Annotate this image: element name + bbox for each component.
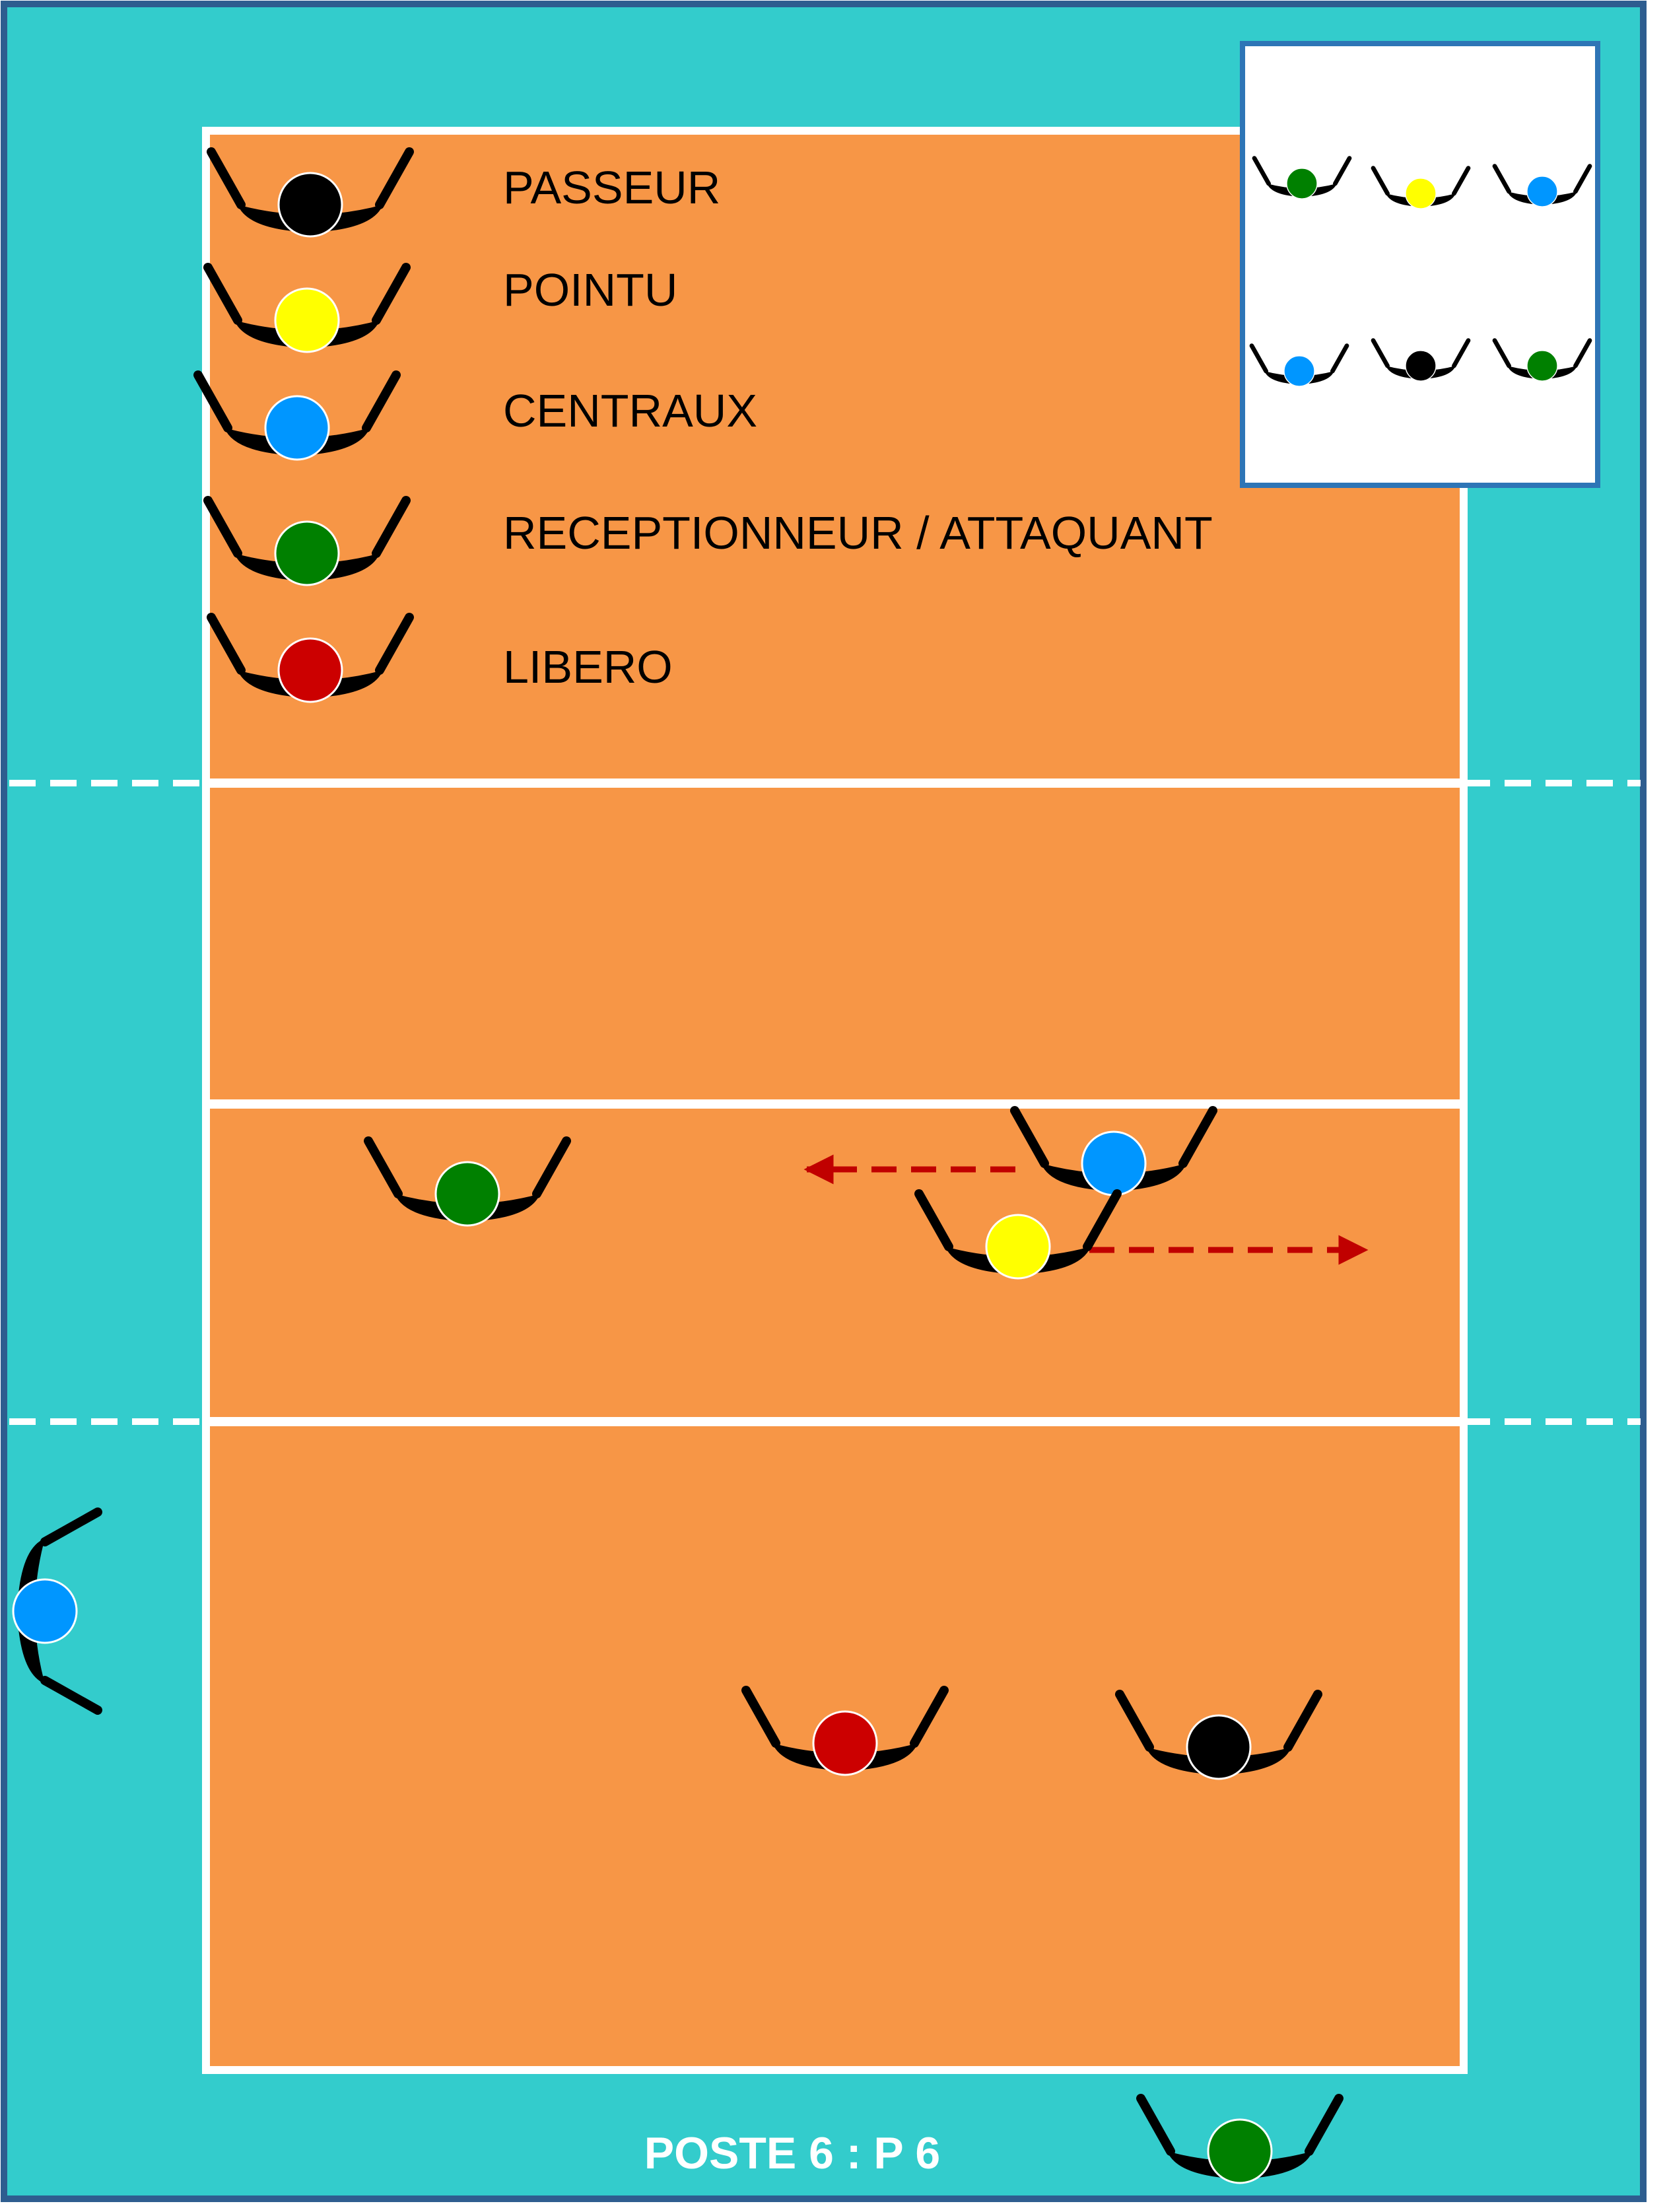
inset-front-right-icon: [1492, 164, 1592, 207]
player-libero-back: [741, 1686, 949, 1776]
player-left-arm: [1010, 1106, 1049, 1168]
player-left-arm: [193, 370, 232, 432]
player-left-arm: [203, 263, 242, 325]
legend-label-libero: LIBERO: [503, 641, 673, 693]
player-left-arm: [1371, 338, 1390, 368]
player-left-arm: [207, 613, 246, 675]
player-right-arm: [1330, 343, 1349, 374]
legend-icon-centraux: [193, 370, 401, 461]
player-head: [1526, 176, 1558, 207]
player-passeur-back: [1115, 1690, 1322, 1780]
player-left-arm: [1249, 343, 1268, 374]
rotation-caption: POSTE 6 : P 6: [644, 2128, 940, 2178]
player-right-arm: [362, 370, 401, 432]
player-left-arm: [203, 496, 242, 558]
inset-front-middle-icon: [1371, 166, 1471, 209]
inset-back-left-icon: [1249, 343, 1349, 387]
player-head: [1526, 350, 1558, 382]
player-head: [264, 395, 330, 461]
player-right-arm: [372, 496, 411, 558]
player-left-arm: [1252, 156, 1271, 186]
player-centraux-front: [1010, 1106, 1217, 1196]
player-left-arm: [1115, 1690, 1154, 1752]
legend-label-pointu: POINTU: [503, 264, 677, 316]
player-left-arm: [741, 1686, 780, 1748]
player-right-arm: [1573, 338, 1592, 368]
player-right-arm: [372, 263, 411, 325]
legend-icon-libero: [207, 613, 414, 703]
player-head: [277, 172, 343, 238]
player-right-arm: [375, 613, 414, 675]
player-head: [277, 637, 343, 703]
player-head: [1405, 178, 1437, 209]
player-head: [1286, 168, 1318, 199]
player-left-arm: [1371, 166, 1390, 196]
player-head: [274, 520, 340, 586]
legend-label-passeur: PASSEUR: [503, 162, 720, 213]
player-right-arm: [1333, 156, 1352, 186]
player-head: [1405, 350, 1437, 382]
legend-icon-passeur: [207, 147, 414, 238]
player-receptionneur-serving: [1136, 2094, 1344, 2184]
player-left-arm: [1492, 164, 1511, 194]
player-left-arm: [364, 1136, 403, 1198]
player-left-arm: [207, 147, 246, 209]
player-right-arm: [1305, 2094, 1344, 2156]
player-receptionneur-front-left: [364, 1136, 571, 1227]
inset-back-right-icon: [1492, 338, 1592, 382]
legend-icon-receptionneur: [203, 496, 411, 586]
legend-label-centraux: CENTRAUX: [503, 385, 757, 436]
player-head: [12, 1578, 78, 1644]
player-left-arm: [1136, 2094, 1175, 2156]
player-head: [1186, 1714, 1252, 1780]
player-pointu-front: [914, 1189, 1122, 1280]
legend-label-receptionneur: RECEPTIONNEUR / ATTAQUANT: [503, 507, 1213, 559]
player-head: [1081, 1130, 1147, 1196]
player-right-arm: [1452, 166, 1471, 196]
player-head: [1207, 2118, 1273, 2184]
player-layer: [12, 147, 1592, 2184]
player-right-arm: [1083, 1189, 1122, 1251]
player-head: [434, 1161, 500, 1227]
player-right-arm: [910, 1686, 949, 1748]
player-right-arm: [532, 1136, 571, 1198]
player-head: [274, 287, 340, 353]
player-right-arm: [1283, 1690, 1322, 1752]
player-right-arm: [40, 1676, 102, 1715]
player-head: [985, 1214, 1051, 1280]
player-centraux-sideline: [12, 1507, 102, 1715]
inset-front-left-icon: [1252, 156, 1352, 199]
player-right-arm: [375, 147, 414, 209]
player-right-arm: [1452, 338, 1471, 368]
player-left-arm: [1492, 338, 1511, 368]
player-head: [1283, 355, 1315, 387]
rotation-inset-box: [1240, 41, 1600, 488]
player-right-arm: [1573, 164, 1592, 194]
player-left-arm: [914, 1189, 953, 1251]
player-left-arm: [40, 1507, 102, 1546]
legend-icon-pointu: [203, 263, 411, 353]
inset-back-middle-icon: [1371, 338, 1471, 382]
player-right-arm: [1178, 1106, 1217, 1168]
player-head: [812, 1710, 878, 1776]
